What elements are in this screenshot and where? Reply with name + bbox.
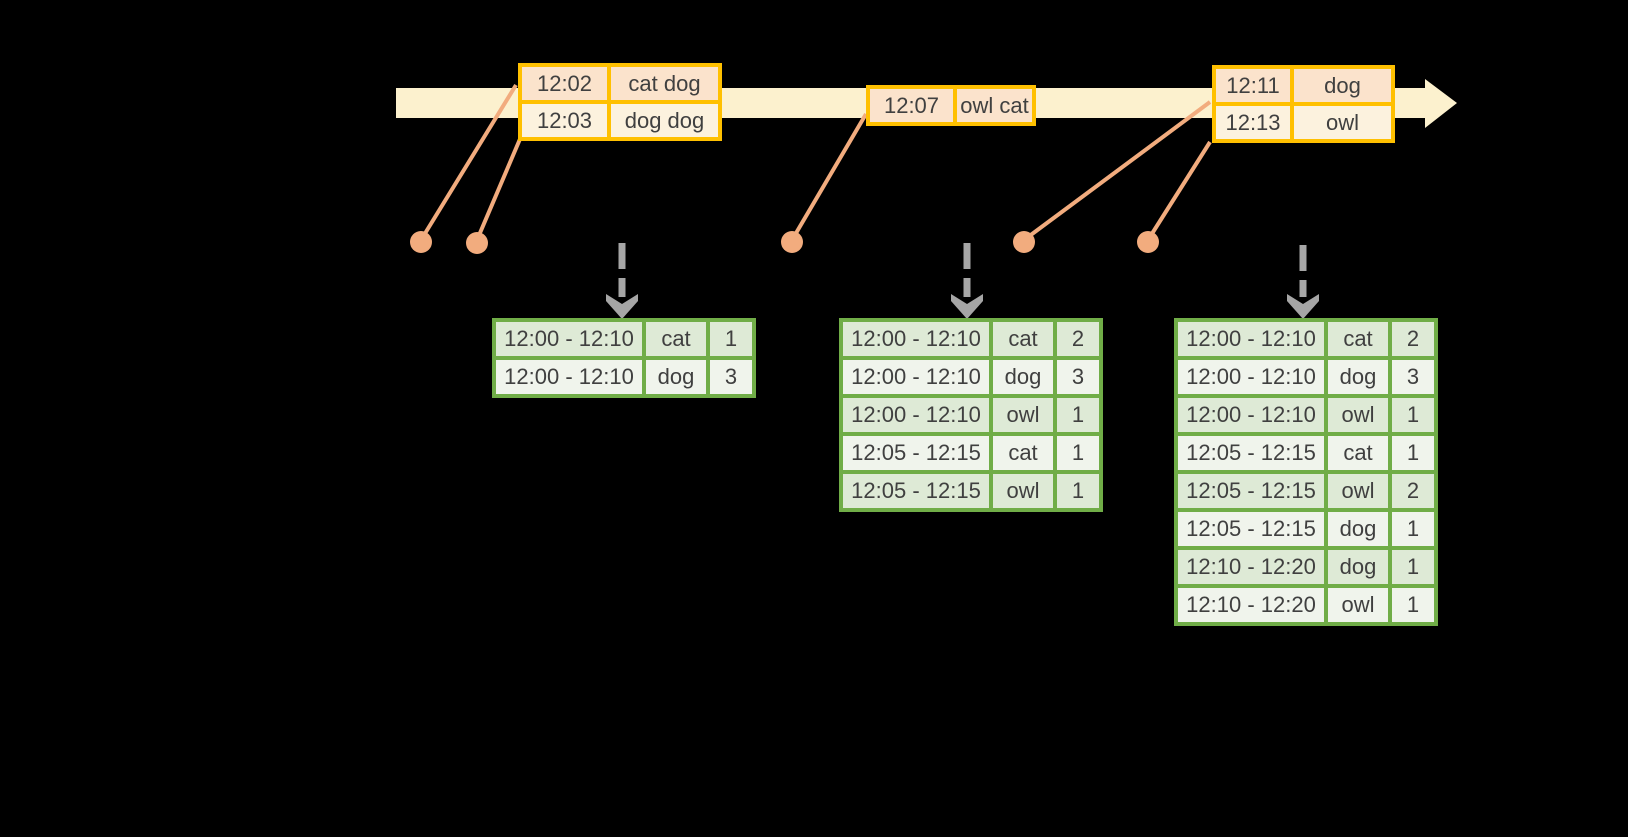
table-cell: 3	[1392, 360, 1434, 394]
table-cell: 1	[710, 322, 752, 356]
table-cell: 1	[1057, 398, 1099, 432]
connector-line	[475, 138, 522, 241]
table-cell: 12:10 - 12:20	[1178, 550, 1324, 584]
table-cell: 12:05 - 12:15	[1178, 436, 1324, 470]
table-cell: dog dog	[611, 104, 718, 137]
table-cell: 12:00 - 12:10	[843, 360, 989, 394]
table-cell: 1	[1392, 588, 1434, 622]
table-cell: 1	[1057, 436, 1099, 470]
table-cell: owl cat	[957, 89, 1032, 122]
table-cell: 12:13	[1216, 106, 1290, 139]
table-cell: 1	[1392, 436, 1434, 470]
table-cell: 12:05 - 12:15	[1178, 474, 1324, 508]
table-cell: cat	[1328, 322, 1388, 356]
event-dot	[1013, 231, 1035, 253]
table-cell: cat	[993, 436, 1053, 470]
table-cell: 2	[1057, 322, 1099, 356]
table-cell: 1	[1057, 474, 1099, 508]
table-cell: owl	[1328, 474, 1388, 508]
table-cell: 2	[1392, 322, 1434, 356]
table-cell: owl	[1328, 588, 1388, 622]
table-cell: 3	[710, 360, 752, 394]
table-cell: dog	[1328, 360, 1388, 394]
table-cell: 12:03	[522, 104, 607, 137]
table-cell: 12:00 - 12:10	[1178, 360, 1324, 394]
table-cell: 12:00 - 12:10	[1178, 322, 1324, 356]
table-cell: owl	[993, 398, 1053, 432]
table-cell: dog	[646, 360, 706, 394]
table-cell: dog	[1294, 69, 1391, 102]
trigger-arrow-icon	[951, 243, 983, 319]
table-cell: 3	[1057, 360, 1099, 394]
table-cell: dog	[993, 360, 1053, 394]
table-cell: cat dog	[611, 67, 718, 100]
table-cell: 12:00 - 12:10	[496, 322, 642, 356]
table-cell: 12:05 - 12:15	[843, 436, 989, 470]
event-dot	[1137, 231, 1159, 253]
table-cell: cat	[646, 322, 706, 356]
table-cell: dog	[1328, 550, 1388, 584]
table-cell: owl	[1328, 398, 1388, 432]
table-cell: 1	[1392, 512, 1434, 546]
table-cell: owl	[993, 474, 1053, 508]
table-cell: 12:05 - 12:15	[1178, 512, 1324, 546]
table-cell: 12:07	[870, 89, 953, 122]
table-cell: 1	[1392, 550, 1434, 584]
event-dot	[466, 232, 488, 254]
connector-line	[790, 112, 868, 242]
event-dot	[781, 231, 803, 253]
table-cell: 1	[1392, 398, 1434, 432]
trigger-arrow-icon	[1287, 245, 1319, 319]
table-cell: cat	[1328, 436, 1388, 470]
table-cell: 12:00 - 12:10	[1178, 398, 1324, 432]
table-cell: 12:05 - 12:15	[843, 474, 989, 508]
connector-line	[1146, 140, 1212, 242]
table-cell: 12:02	[522, 67, 607, 100]
connector-line	[419, 83, 518, 242]
table-cell: 12:00 - 12:10	[843, 322, 989, 356]
table-cell: 12:10 - 12:20	[1178, 588, 1324, 622]
table-cell: owl	[1294, 106, 1391, 139]
table-cell: 12:00 - 12:10	[496, 360, 642, 394]
table-cell: 12:00 - 12:10	[843, 398, 989, 432]
table-cell: dog	[1328, 512, 1388, 546]
table-cell: cat	[993, 322, 1053, 356]
trigger-arrow-icon	[606, 243, 638, 319]
event-dot	[410, 231, 432, 253]
table-cell: 12:11	[1216, 69, 1290, 102]
connector-line	[1022, 100, 1212, 242]
table-cell: 2	[1392, 474, 1434, 508]
